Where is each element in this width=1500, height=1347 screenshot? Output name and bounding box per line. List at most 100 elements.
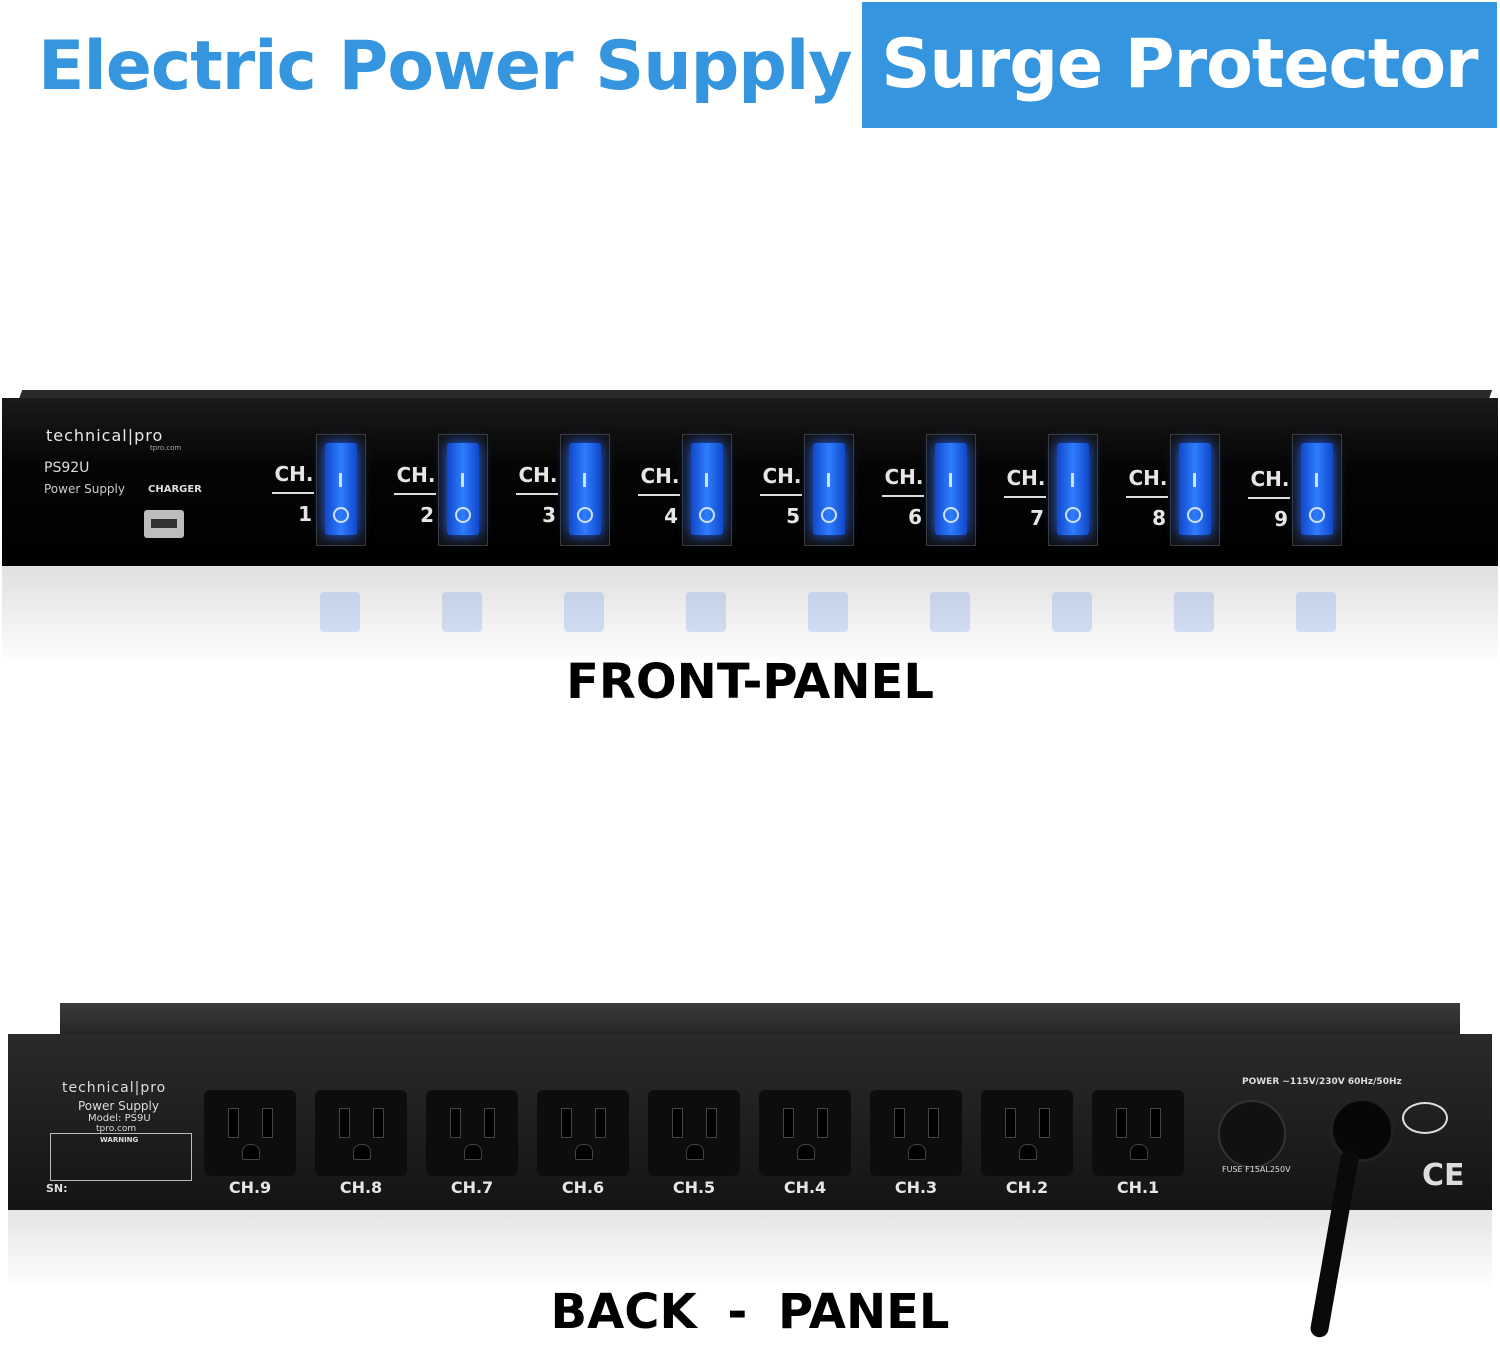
- channel-switch-frame: [438, 434, 488, 546]
- front-brand-logo: technical|pro: [46, 426, 164, 445]
- switch-off-symbol-icon: [1309, 507, 1325, 523]
- outlet-channel-label: CH.1: [1116, 1178, 1160, 1197]
- outlet-channel-label: CH.9: [228, 1178, 272, 1197]
- switch-on-symbol-icon: [705, 473, 708, 487]
- channel-label-prefix: CH.: [1006, 465, 1046, 490]
- front-panel-body: [2, 398, 1498, 566]
- outlet-slot-icon: [339, 1108, 350, 1138]
- outlet-ground-icon: [1019, 1144, 1037, 1160]
- ac-outlet: [759, 1090, 851, 1176]
- channel-number: 4: [664, 503, 678, 528]
- channel-label-divider: [516, 493, 558, 496]
- channel-number: 6: [908, 505, 922, 529]
- outlet-channel-label: CH.7: [450, 1178, 494, 1197]
- outlet-ground-icon: [242, 1144, 260, 1160]
- outlet-ground-icon: [908, 1144, 926, 1160]
- channel-label-divider: [1248, 496, 1290, 499]
- channel-label-divider: [638, 493, 680, 496]
- channel-label-prefix: CH.: [762, 464, 802, 489]
- switch-reflection: [686, 592, 726, 632]
- back-url: tpro.com: [96, 1124, 137, 1134]
- rocker-switch-7[interactable]: [1057, 443, 1089, 535]
- channel-number: 9: [1274, 506, 1288, 531]
- outlet-slot-icon: [1116, 1108, 1127, 1138]
- switch-reflection: [564, 592, 604, 632]
- charger-label: CHARGER: [148, 484, 202, 495]
- outlet-slot-icon: [894, 1108, 905, 1138]
- ac-outlet: [648, 1090, 740, 1176]
- channel-label-divider: [882, 495, 924, 497]
- rocker-switch-9[interactable]: [1301, 443, 1333, 535]
- outlet-slot-icon: [672, 1108, 683, 1138]
- channel-label-prefix: CH.: [640, 463, 680, 488]
- power-rating-label: POWER ~115V/230V 60Hz/50Hz: [1242, 1077, 1402, 1087]
- front-product-type: Power Supply: [44, 482, 125, 496]
- switch-reflection: [442, 592, 482, 632]
- rocker-switch-8[interactable]: [1179, 443, 1211, 535]
- power-cord-inlet-icon: [1330, 1098, 1394, 1162]
- rocker-switch-6[interactable]: [935, 443, 967, 535]
- switch-off-symbol-icon: [333, 507, 349, 523]
- channel-label-divider: [272, 492, 314, 494]
- switch-on-symbol-icon: [583, 473, 586, 487]
- channel-number: 3: [542, 503, 556, 528]
- title-surge-protector: Surge Protector: [862, 2, 1497, 128]
- switch-reflection: [930, 592, 970, 632]
- front-panel-reflection: [2, 566, 1498, 666]
- outlet-slot-icon: [373, 1108, 384, 1138]
- outlet-slot-icon: [817, 1108, 828, 1138]
- channel-label-prefix: CH.: [274, 462, 314, 486]
- outlet-slot-icon: [706, 1108, 717, 1138]
- channel-label-prefix: CH.: [1128, 466, 1168, 491]
- ac-outlet: [426, 1090, 518, 1176]
- outlet-ground-icon: [797, 1144, 815, 1160]
- outlet-channel-label: CH.8: [339, 1178, 383, 1197]
- rocker-switch-5[interactable]: [813, 443, 845, 535]
- switch-off-symbol-icon: [699, 507, 715, 523]
- fuse-label: FUSE F15AL250V: [1222, 1165, 1291, 1174]
- rocker-switch-1[interactable]: [325, 443, 357, 535]
- channel-number: 2: [420, 502, 434, 527]
- channel-label-prefix: CH.: [518, 463, 558, 488]
- channel-switch-frame: [926, 434, 976, 546]
- outlet-slot-icon: [783, 1108, 794, 1138]
- channel-label-divider: [760, 494, 802, 497]
- rocker-switch-2[interactable]: [447, 443, 479, 535]
- back-product-type: Power Supply: [78, 1099, 159, 1113]
- channel-number: 5: [786, 504, 800, 529]
- front-panel-caption: FRONT-PANEL: [566, 654, 934, 710]
- back-brand-logo: technical|pro: [62, 1080, 167, 1096]
- switch-reflection: [808, 592, 848, 632]
- fuse-holder-icon: [1218, 1100, 1286, 1168]
- channel-number: 1: [298, 502, 312, 526]
- outlet-slot-icon: [1005, 1108, 1016, 1138]
- outlet-channel-label: CH.4: [783, 1178, 827, 1197]
- rocker-switch-3[interactable]: [569, 443, 601, 535]
- channel-label-prefix: CH.: [396, 462, 436, 487]
- rocker-switch-4[interactable]: [691, 443, 723, 535]
- switch-on-symbol-icon: [339, 473, 342, 487]
- switch-off-symbol-icon: [1187, 507, 1203, 523]
- title-electric-power-supply: Electric Power Supply: [38, 27, 853, 106]
- switch-on-symbol-icon: [461, 473, 464, 487]
- outlet-ground-icon: [464, 1144, 482, 1160]
- front-brand-url: tpro.com: [150, 444, 182, 452]
- ac-outlet: [1092, 1090, 1184, 1176]
- outlet-ground-icon: [353, 1144, 371, 1160]
- back-model: Model: PS9U: [88, 1113, 151, 1124]
- ccc-certification-icon: [1402, 1102, 1448, 1134]
- channel-switch-frame: [682, 434, 732, 546]
- channel-number: 7: [1030, 505, 1044, 530]
- outlet-slot-icon: [928, 1108, 939, 1138]
- back-panel-reflection: [8, 1210, 1492, 1290]
- channel-switch-frame: [316, 434, 366, 546]
- ac-outlet: [204, 1090, 296, 1176]
- ac-outlet: [870, 1090, 962, 1176]
- usb-port-icon: [144, 510, 184, 538]
- channel-switch-frame: [804, 434, 854, 546]
- ce-mark: CE: [1422, 1158, 1465, 1193]
- switch-off-symbol-icon: [1065, 507, 1081, 523]
- ac-outlet: [315, 1090, 407, 1176]
- warning-label-box: [50, 1133, 192, 1181]
- switch-off-symbol-icon: [943, 507, 959, 523]
